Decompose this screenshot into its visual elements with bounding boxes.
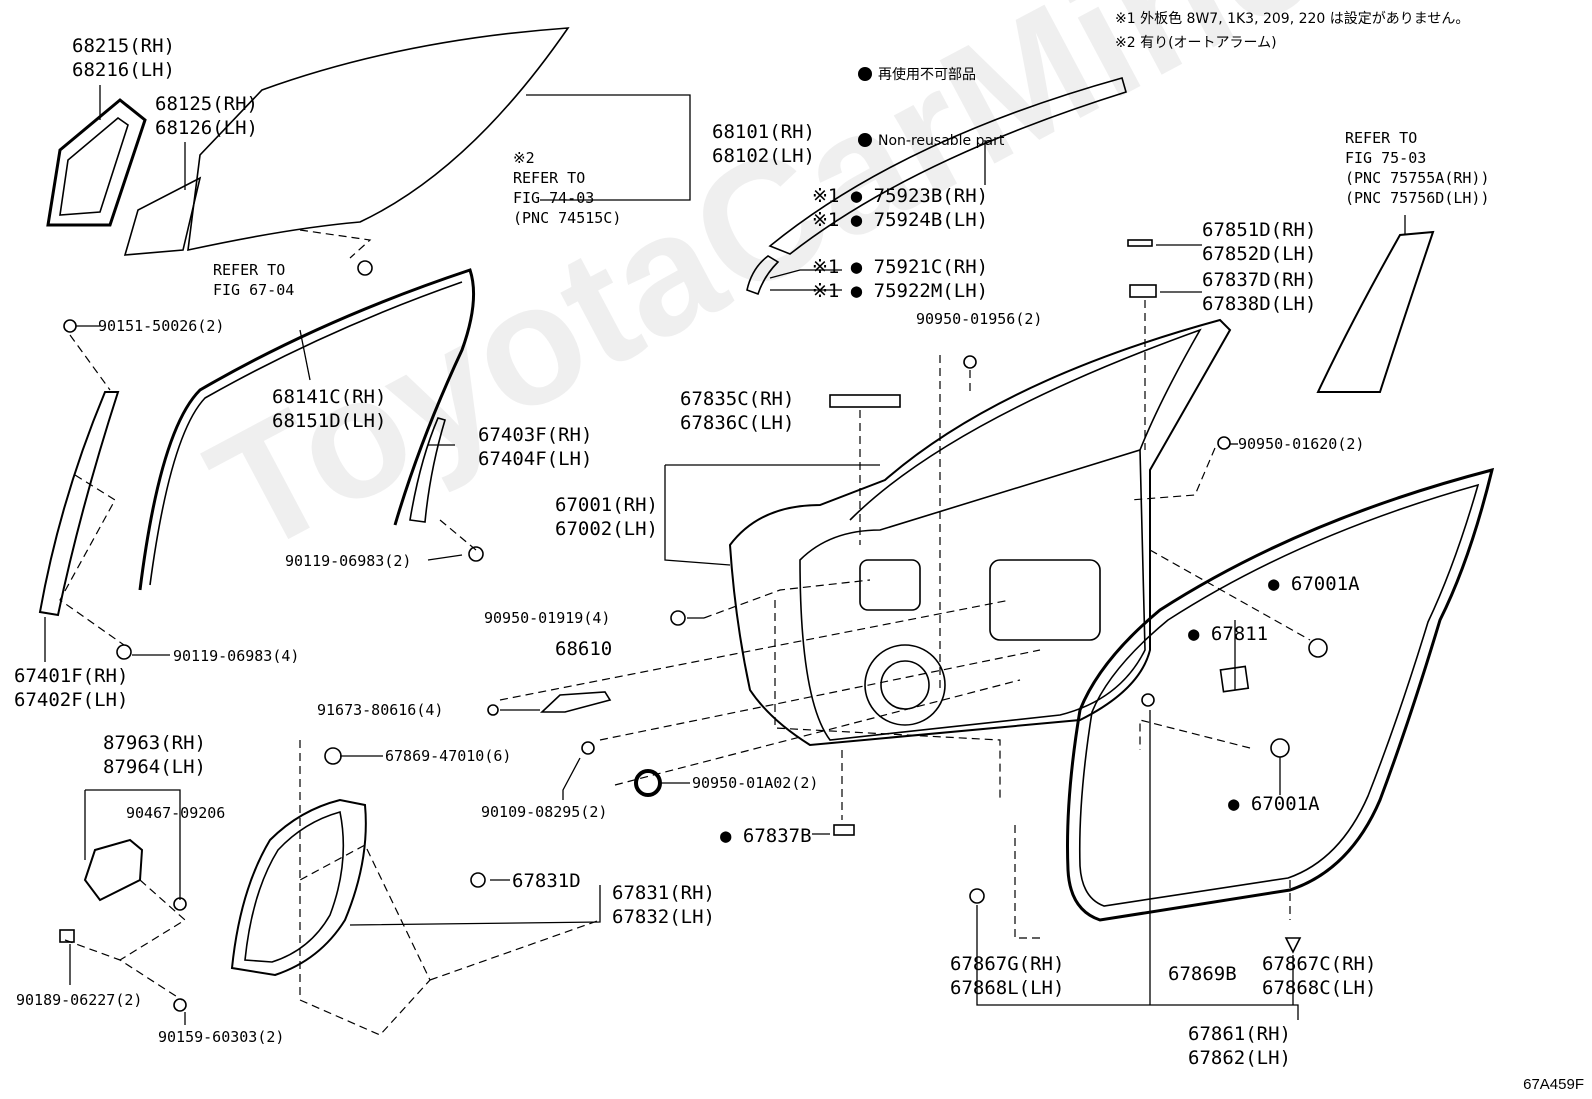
- label-67001A-1[interactable]: ● 67001A: [1268, 573, 1360, 595]
- label-90950-01919[interactable]: 90950-01919(4): [484, 609, 611, 627]
- label-90109[interactable]: 90109-08295(2): [481, 803, 608, 821]
- label-refer-67-04[interactable]: REFER TO FIG 67-04: [213, 261, 295, 299]
- label-87963[interactable]: 87963(RH) 87964(LH): [103, 732, 206, 778]
- label-67867C[interactable]: 67867C(RH) 67868C(LH): [1262, 953, 1377, 999]
- bolt-icon: [357, 260, 373, 276]
- legend: 再使用不可部品 Non-reusable part: [858, 20, 1004, 174]
- label-67861[interactable]: 67861(RH) 67862(LH): [1188, 1023, 1291, 1069]
- door-check: [539, 691, 612, 713]
- quarter-glass: [123, 176, 202, 256]
- weatherstrip-inner: [1078, 483, 1480, 907]
- service-hole-cover: [230, 798, 367, 977]
- quarter-window-frame: [46, 98, 147, 227]
- figure-code: 67A459F: [1523, 1076, 1584, 1093]
- lock-module: [83, 838, 144, 902]
- label-90950-01620[interactable]: 90950-01620(2): [1238, 435, 1365, 453]
- label-68101[interactable]: 68101(RH) 68102(LH): [712, 121, 815, 167]
- rear-garnish: [1316, 230, 1435, 393]
- non-reusable-dot-icon: [858, 67, 872, 81]
- speaker-hole-inner: [880, 660, 930, 710]
- clip-67837B: [833, 824, 855, 836]
- grommet-90950-01620: [1217, 436, 1231, 450]
- label-68610[interactable]: 68610: [555, 638, 613, 660]
- label-68141[interactable]: 68141C(RH) 68151D(LH): [272, 386, 387, 432]
- grommet-90950-01919: [670, 610, 686, 626]
- front-sash: [38, 391, 120, 617]
- label-75921[interactable]: ※1 ● 75921C(RH) ※1 ● 75922M(LH): [812, 256, 989, 302]
- door-inner-panel: [799, 448, 1146, 741]
- label-68215[interactable]: 68215(RH) 68216(LH): [72, 35, 175, 81]
- label-67835[interactable]: 67835C(RH) 67836C(LH): [680, 388, 795, 434]
- grommet-90950-01956: [963, 355, 977, 369]
- run-channel-inner: [149, 281, 463, 586]
- label-67001[interactable]: 67001(RH) 67002(LH): [555, 494, 658, 540]
- label-67401[interactable]: 67401F(RH) 67402F(LH): [14, 665, 129, 711]
- door-weatherstrip: [1066, 467, 1495, 922]
- label-67851[interactable]: 67851D(RH) 67852D(LH): [1202, 219, 1317, 265]
- label-90119-b[interactable]: 90119-06983(4): [173, 647, 300, 665]
- service-hole-cover-inner: [244, 810, 345, 963]
- label-67869-47010[interactable]: 67869-47010(6): [385, 747, 512, 765]
- label-refer-74-03[interactable]: ※2 REFER TO FIG 74-03 (PNC 74515C): [513, 149, 622, 227]
- clip-67837D: [1129, 284, 1157, 298]
- note-2: ※2 有り(オートアラーム): [1115, 35, 1277, 51]
- label-90159[interactable]: 90159-60303(2): [158, 1028, 285, 1046]
- label-67403[interactable]: 67403F(RH) 67404F(LH): [478, 424, 593, 470]
- speaker-hole: [864, 644, 946, 726]
- label-90151[interactable]: 90151-50026(2): [98, 317, 225, 335]
- clip-icon: [470, 872, 486, 888]
- door-window-frame: [849, 328, 1202, 521]
- door-panel: [728, 318, 1232, 747]
- screw-icon: [63, 319, 77, 333]
- label-67001A-2[interactable]: ● 67001A: [1228, 793, 1320, 815]
- clip-67851D: [1127, 239, 1153, 247]
- bolt-icon: [116, 644, 132, 660]
- label-90950-01956[interactable]: 90950-01956(2): [916, 310, 1043, 328]
- clip-icon: [59, 929, 75, 943]
- label-67811[interactable]: ● 67811: [1188, 623, 1269, 645]
- bolt-icon: [487, 704, 499, 716]
- clip-icon: [1141, 693, 1155, 707]
- clip-67835C: [829, 394, 901, 408]
- legend-jp: 再使用不可部品: [878, 67, 976, 83]
- label-67831[interactable]: 67831(RH) 67832(LH): [612, 882, 715, 928]
- hole-plug-67001A-1: [1308, 638, 1328, 658]
- label-90119-a[interactable]: 90119-06983(2): [285, 552, 412, 570]
- access-hole-1: [989, 559, 1101, 641]
- label-91673[interactable]: 91673-80616(4): [317, 701, 444, 719]
- label-75923[interactable]: ※1 ● 75923B(RH) ※1 ● 75924B(LH): [812, 185, 989, 231]
- belt-moulding: [768, 77, 1127, 255]
- bolt-icon: [468, 546, 484, 562]
- access-hole-2: [859, 559, 921, 611]
- seal-67811: [1219, 665, 1250, 693]
- rear-sash: [409, 417, 446, 523]
- label-67837D[interactable]: 67837D(RH) 67838D(LH): [1202, 269, 1317, 315]
- front-door-glass: [187, 27, 570, 252]
- label-67837B[interactable]: ● 67837B: [720, 825, 812, 847]
- run-channel: [138, 268, 476, 591]
- bolt-icon: [581, 741, 595, 755]
- hole-plug-67001A-2: [1270, 738, 1290, 758]
- legend-en: Non-reusable part: [878, 133, 1005, 149]
- note-1: ※1 外板色 8W7, 1K3, 209, 220 は設定がありません。: [1115, 11, 1470, 27]
- label-68125[interactable]: 68125(RH) 68126(LH): [155, 93, 258, 139]
- label-90950-01A02[interactable]: 90950-01A02(2): [692, 774, 819, 792]
- label-90189[interactable]: 90189-06227(2): [16, 991, 143, 1009]
- label-90467[interactable]: 90467-09206: [126, 804, 226, 822]
- label-67869B[interactable]: 67869B: [1168, 963, 1237, 985]
- label-67867G[interactable]: 67867G(RH) 67868L(LH): [950, 953, 1065, 999]
- clip-icon: [969, 888, 985, 904]
- moulding-end: [746, 255, 780, 296]
- label-refer-75-03[interactable]: REFER TO FIG 75-03 (PNC 75755A(RH)) (PNC…: [1345, 129, 1490, 207]
- label-67831D[interactable]: 67831D: [512, 870, 581, 892]
- bolt-icon: [173, 998, 187, 1012]
- clip-icon: [1284, 937, 1302, 954]
- quarter-window-inner: [59, 116, 129, 216]
- non-reusable-dot-icon: [858, 133, 872, 147]
- clip-icon: [324, 747, 342, 765]
